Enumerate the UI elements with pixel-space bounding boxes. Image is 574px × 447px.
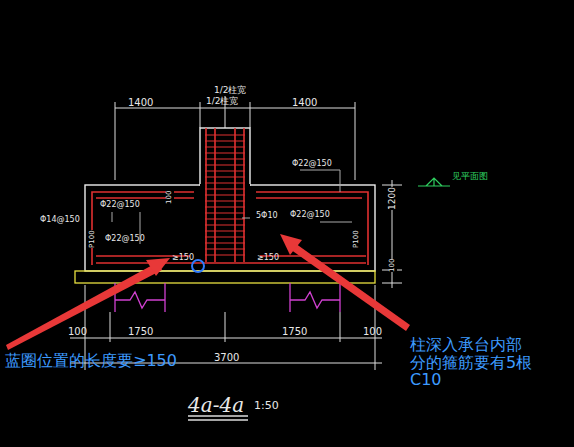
dimension-label: Φ22@150 [292, 160, 332, 169]
annotation-note: 柱深入承台内部分的箍筋要有5根C10 [410, 336, 534, 389]
dimension-label: Φ22@150 [100, 201, 140, 210]
dimension-label: 1400 [128, 97, 153, 108]
dimension-label: ≥150 [257, 254, 279, 263]
dimension-label: 1:50 [254, 400, 279, 412]
dimension-label: 见平面图 [452, 172, 488, 182]
dimension-label: 100 [166, 191, 174, 204]
dimension-label: 5Φ10 [256, 212, 278, 221]
dimension-label: Φ14@150 [40, 216, 80, 225]
dimension-label: 1200 [388, 187, 398, 210]
dimension-label: P100 [89, 230, 97, 248]
dimension-label: P100 [353, 230, 361, 248]
dimension-label: 100 [68, 326, 87, 337]
dimension-label: ≥150 [172, 254, 194, 263]
dimension-label: 1400 [292, 97, 317, 108]
dimension-label: 1/2柱宽 [214, 86, 246, 96]
dimension-label: 100 [363, 326, 382, 337]
dimension-label: Φ22@150 [290, 211, 330, 220]
dimension-label: 1750 [128, 326, 153, 337]
annotation-note: 蓝圈位置的长度要≥150 [5, 352, 177, 370]
dimension-label: 1750 [282, 326, 307, 337]
dimension-label: Φ22@150 [105, 235, 145, 244]
dimension-label: 1/2柱宽 [206, 97, 238, 107]
dimension-label: 3700 [214, 352, 239, 363]
dimension-label: 100 [389, 259, 397, 272]
dimension-label: 4a-4a [188, 394, 244, 416]
